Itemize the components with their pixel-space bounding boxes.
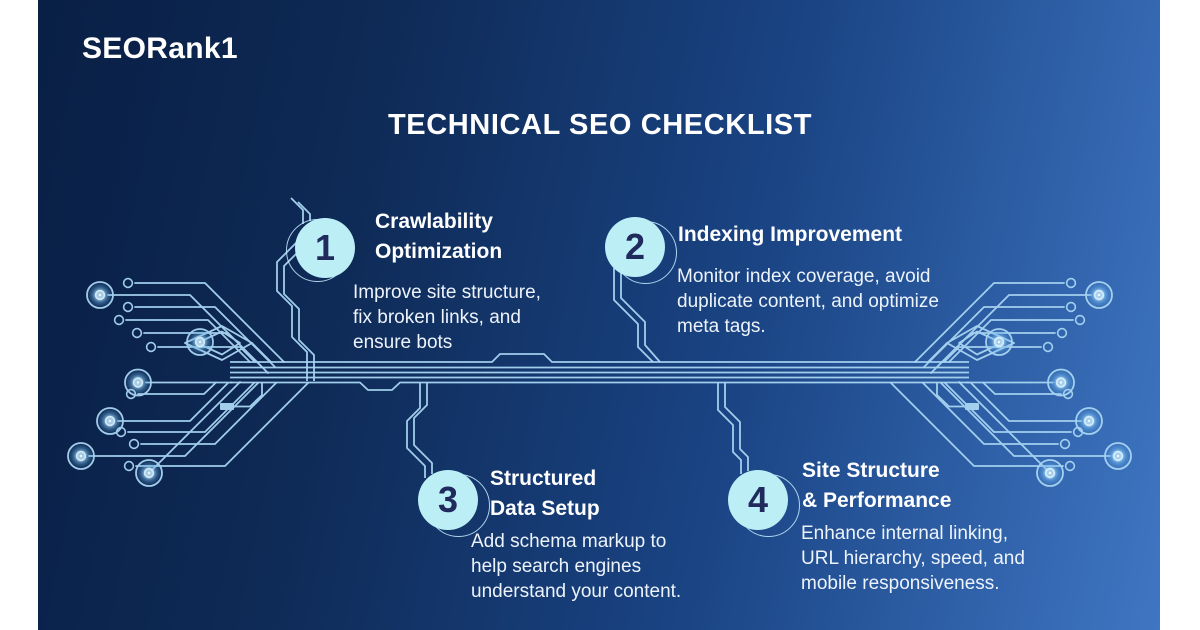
step-1-badge: 1 bbox=[286, 218, 355, 282]
step-4-number: 4 bbox=[728, 470, 788, 530]
step-1-description: Improve site structure, fix broken links… bbox=[353, 282, 541, 353]
step-4-badge: 4 bbox=[728, 470, 800, 537]
step-4-description: Enhance internal linking, URL hierarchy,… bbox=[801, 523, 1025, 594]
step-2-description: Monitor index coverage, avoid duplicate … bbox=[677, 266, 939, 337]
step-3-title: Structured Data Setup bbox=[490, 467, 600, 520]
step-4-title: Site Structure & Performance bbox=[802, 459, 952, 512]
step-2-badge: 2 bbox=[605, 217, 677, 284]
step-1-number: 1 bbox=[295, 218, 355, 278]
step-3-badge: 3 bbox=[418, 470, 490, 537]
step-2-number: 2 bbox=[605, 217, 665, 277]
brand-logo: SEORank1 bbox=[82, 32, 238, 65]
step-2-title: Indexing Improvement bbox=[678, 223, 903, 246]
step-3-number: 3 bbox=[418, 470, 478, 530]
step-3-description: Add schema markup to help search engines… bbox=[471, 531, 682, 602]
step-1-title: Crawlability Optimization bbox=[375, 210, 503, 263]
page-title: TECHNICAL SEO CHECKLIST bbox=[387, 109, 813, 141]
